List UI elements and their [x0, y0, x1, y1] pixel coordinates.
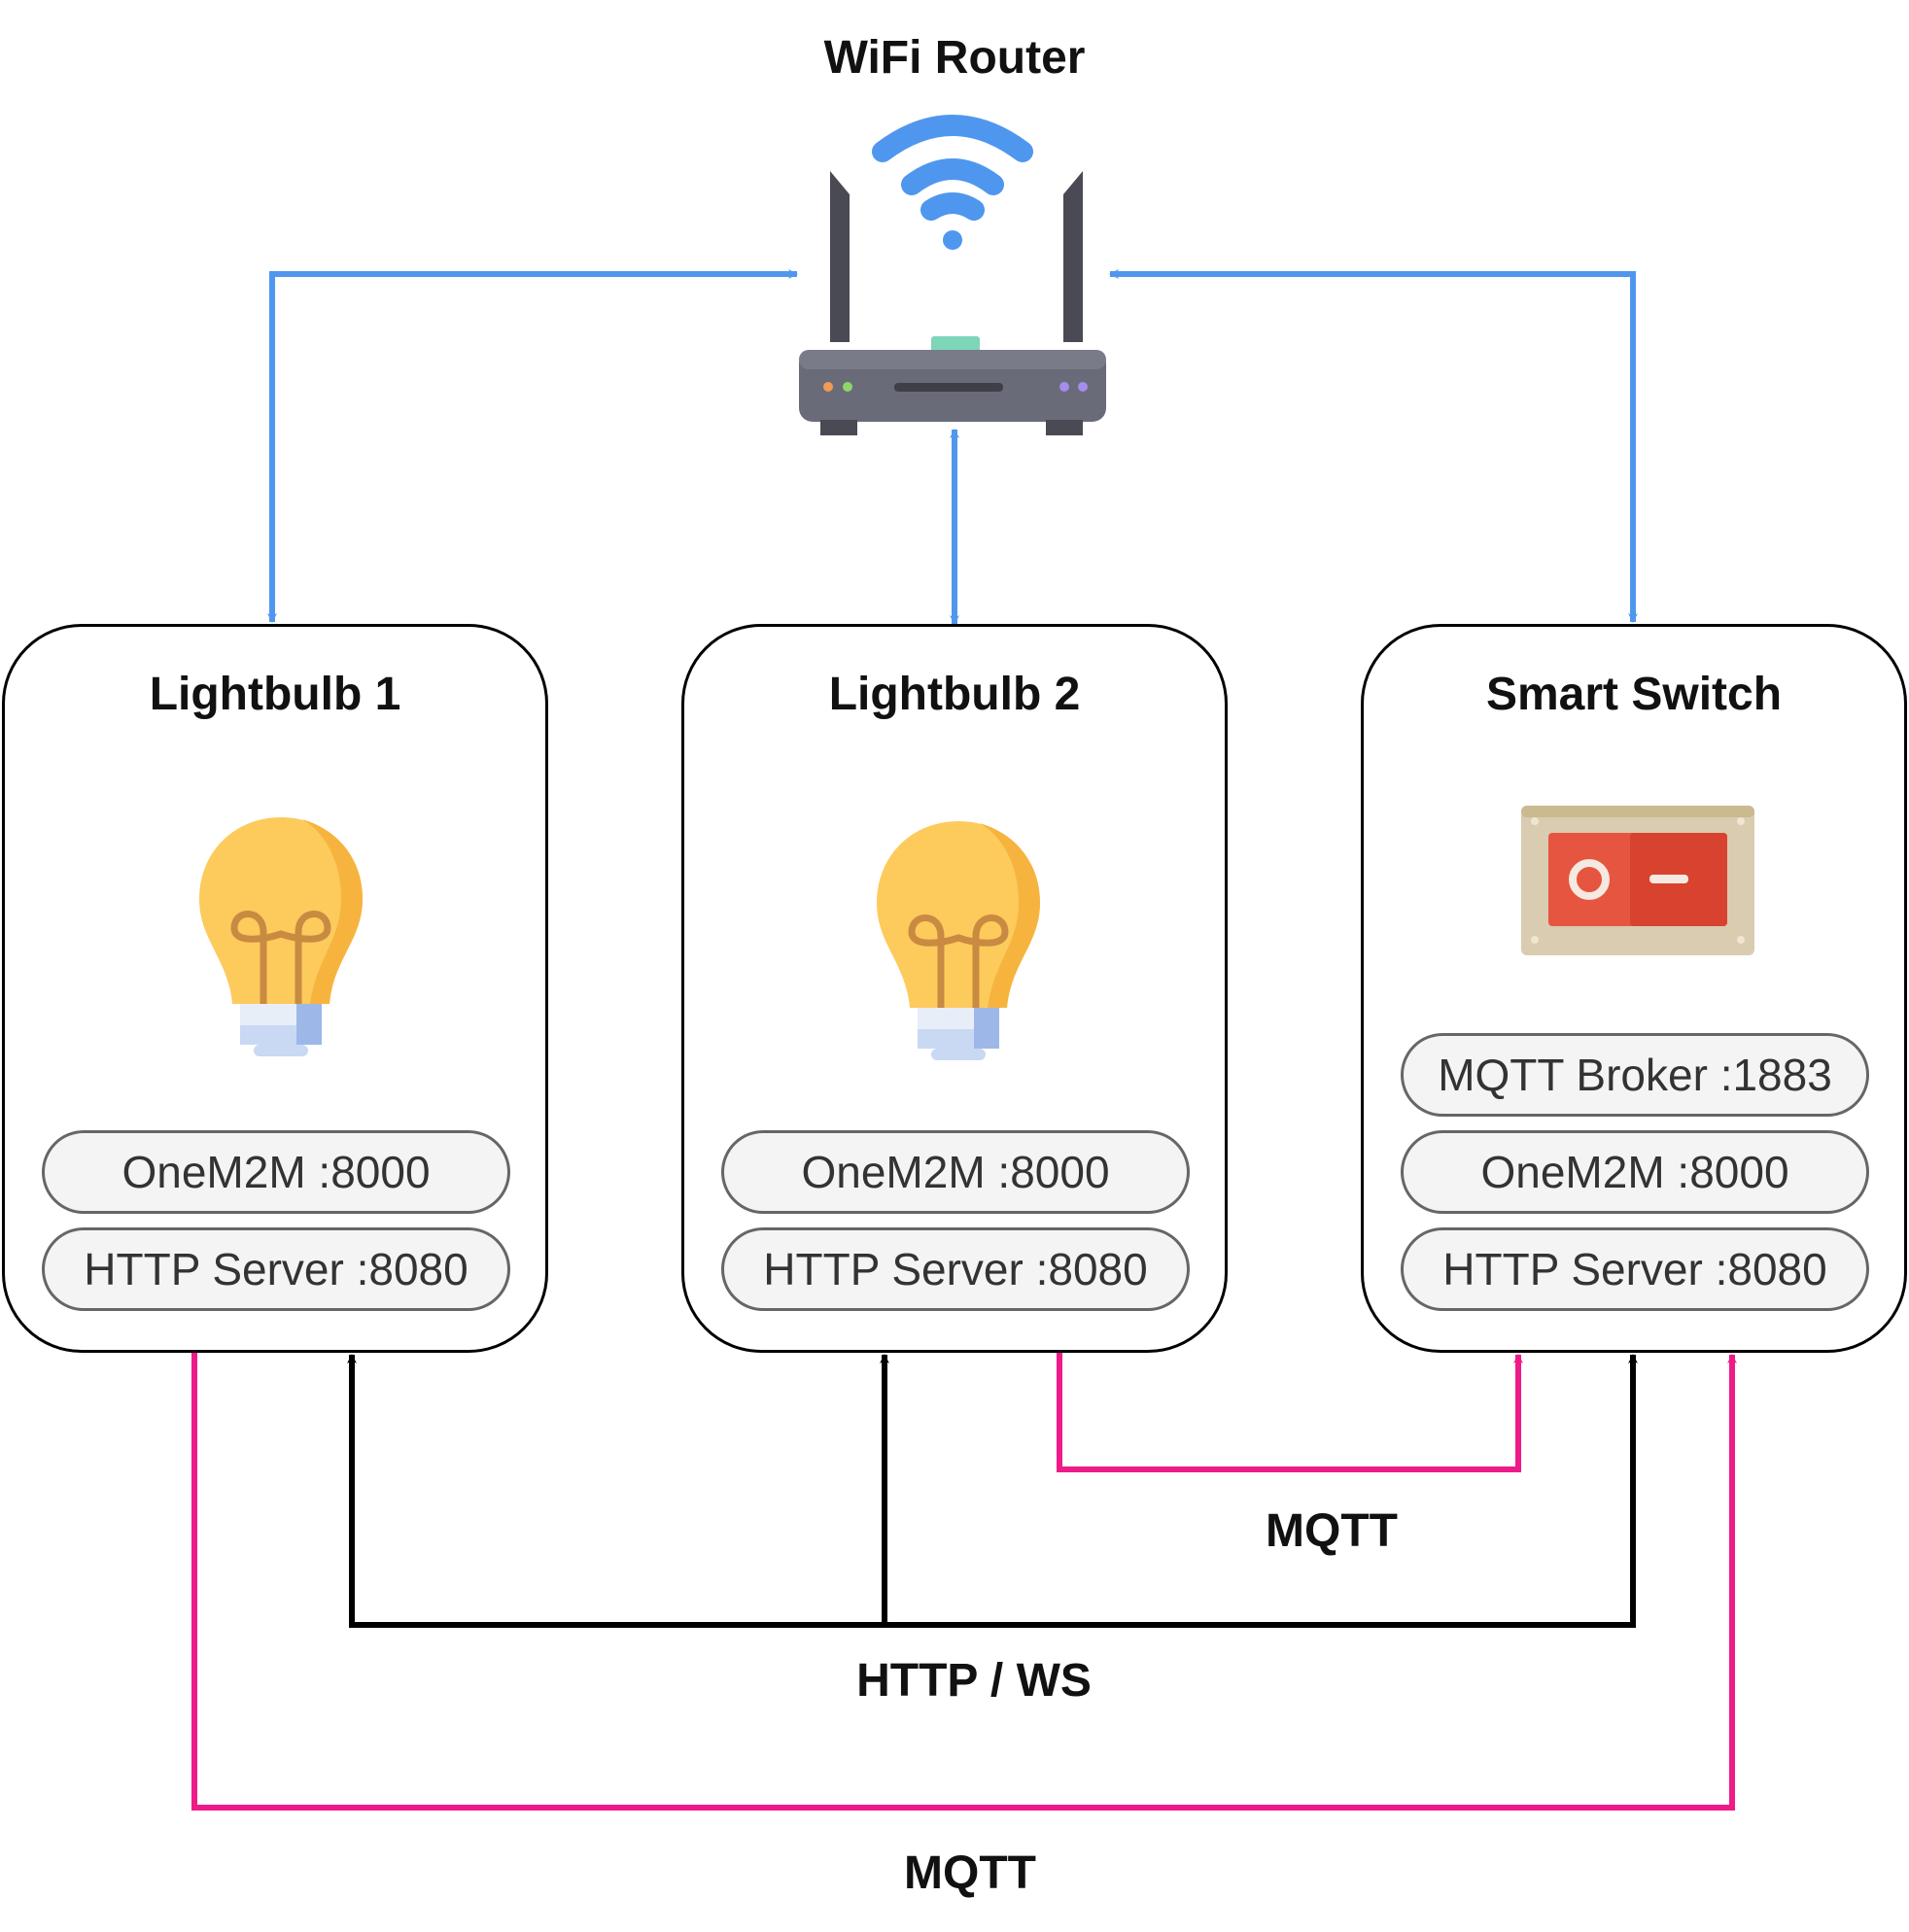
- http-ws-label: HTTP / WS: [856, 1655, 1092, 1707]
- mqtt-link-lightbulb-2: [1057, 1353, 1523, 1472]
- mqtt-link-lightbulb-1: [191, 1347, 1737, 1811]
- mqtt-label-lower: MQTT: [904, 1847, 1036, 1899]
- service-http-server: HTTP Server :8080: [721, 1227, 1190, 1311]
- lightbulb-icon: [877, 821, 1040, 1060]
- service-onem2m: OneM2M :8000: [721, 1130, 1190, 1214]
- wifi-links: [267, 269, 1638, 625]
- mqtt-links: [191, 1347, 1737, 1811]
- device-lightbulb-1: Lightbulb 1 OneM2M :8000 HTTP Server :80…: [2, 624, 548, 1353]
- service-http-server: HTTP Server :8080: [42, 1227, 510, 1311]
- toggle-switch-icon: [1521, 806, 1754, 955]
- service-onem2m: OneM2M :8000: [1401, 1130, 1869, 1214]
- wifi-router-icon: [799, 115, 1106, 435]
- service-http-server: HTTP Server :8080: [1401, 1227, 1869, 1311]
- device-smart-switch: Smart Switch MQTT Broker :1883 OneM2M :8…: [1361, 624, 1907, 1353]
- wifi-link-lightbulb-1: [267, 269, 798, 623]
- device-title: Lightbulb 1: [149, 669, 401, 720]
- device-title: Smart Switch: [1485, 669, 1783, 720]
- lightbulb-icon: [199, 817, 363, 1056]
- device-title: Lightbulb 2: [828, 669, 1081, 720]
- service-onem2m: OneM2M :8000: [42, 1130, 510, 1214]
- wifi-link-smart-switch: [1109, 269, 1638, 623]
- http-links: [347, 1354, 1638, 1628]
- device-lightbulb-2: Lightbulb 2 OneM2M :8000 HTTP Server :80…: [681, 624, 1228, 1353]
- mqtt-label-upper: MQTT: [1266, 1505, 1398, 1557]
- service-mqtt-broker: MQTT Broker :1883: [1401, 1033, 1869, 1117]
- router-label: WiFi Router: [823, 32, 1086, 84]
